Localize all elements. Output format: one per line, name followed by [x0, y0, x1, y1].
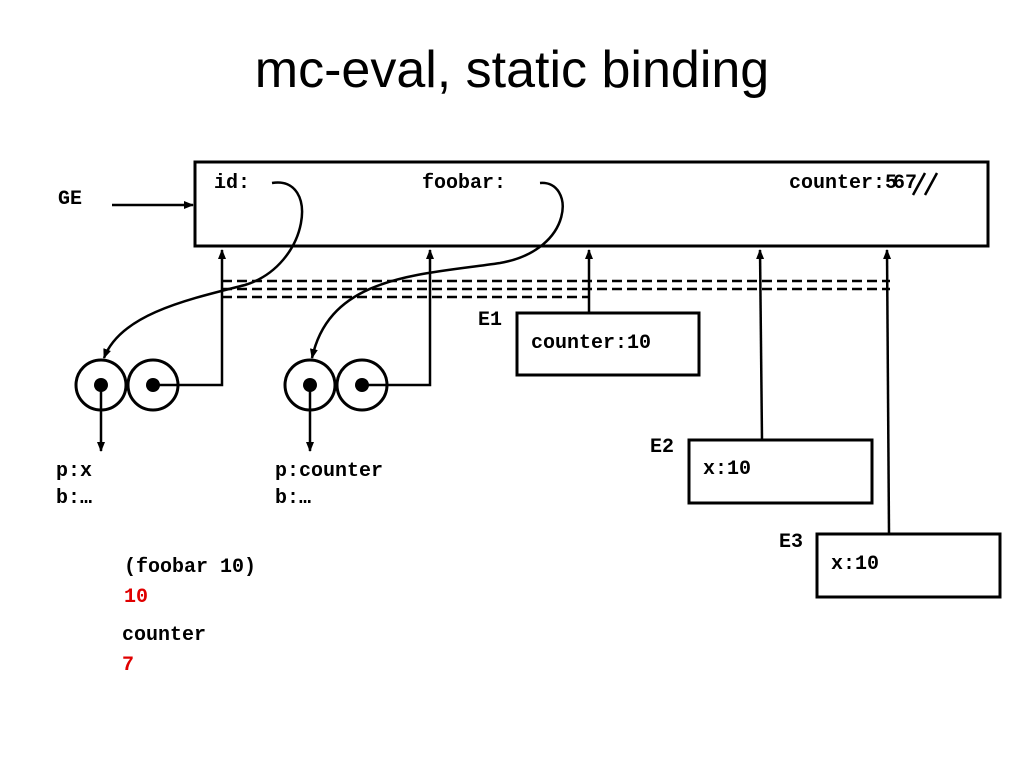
ge-binding-counter: counter:567 [789, 174, 917, 194]
ge-label: GE [58, 188, 83, 211]
frame-e3-label: E3 [779, 531, 804, 554]
frame-e3-box [815, 532, 1002, 599]
frame-e1-label: E1 [478, 309, 503, 332]
ge-binding-foobar: foobar: [422, 172, 507, 195]
proc-id-params: p:x [56, 460, 93, 483]
counter-old-6: 6 [893, 172, 906, 195]
repl-result-1: 10 [124, 586, 149, 609]
repl-result-2: 7 [122, 654, 135, 677]
counter-old-5: 5 [885, 172, 898, 195]
counter-current: 7 [905, 172, 918, 195]
proc-foobar-params: p:counter [275, 460, 384, 483]
strike-6 [923, 172, 939, 196]
frame-e2-label: E2 [650, 436, 675, 459]
dashed-links [222, 279, 890, 299]
global-env-frame [193, 160, 990, 248]
page-title: mc-eval, static binding [254, 41, 770, 99]
repl-expr-2: counter [122, 624, 207, 647]
frame-e2-binding: x:10 [703, 458, 752, 481]
frame-e2-box [687, 438, 874, 505]
foobar-binding-arrow [310, 181, 564, 359]
ge-binding-id: id: [214, 172, 251, 195]
frame-e3-binding: x:10 [831, 553, 880, 576]
id-binding-arrow [102, 181, 304, 359]
strike-5 [911, 172, 927, 196]
repl-expr-1: (foobar 10) [124, 556, 257, 579]
proc-id-body: b:… [56, 487, 93, 510]
counter-prefix: counter: [789, 172, 886, 195]
frame-e1-binding: counter:10 [531, 332, 652, 355]
frame-e1-box [515, 311, 701, 377]
proc-foobar-body: b:… [275, 487, 312, 510]
